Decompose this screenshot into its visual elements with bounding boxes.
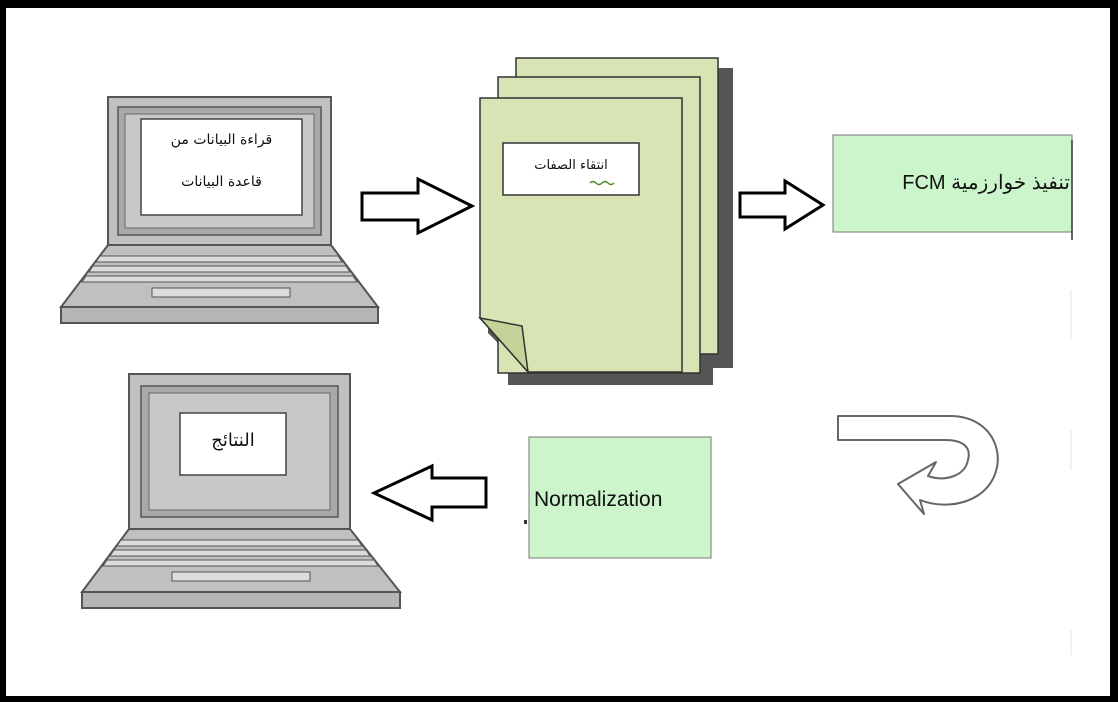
document-label-box bbox=[502, 142, 640, 196]
document-stack bbox=[477, 57, 733, 385]
laptop-bottom-text: النتائج bbox=[211, 430, 255, 451]
document-label: انتقاء الصفات bbox=[534, 158, 608, 173]
arrow-left-icon bbox=[370, 463, 488, 523]
laptop-bottom bbox=[80, 373, 403, 609]
laptop-bottom-key-row-3 bbox=[102, 559, 379, 567]
laptop-top-touchpad bbox=[151, 287, 291, 298]
curved-return-arrow-icon bbox=[837, 415, 999, 515]
laptop-bottom-front-edge bbox=[81, 591, 401, 609]
laptop-bottom-key-row-2 bbox=[109, 549, 371, 557]
arrow-right-icon bbox=[360, 176, 476, 236]
spellcheck-underline bbox=[589, 180, 615, 186]
laptop-bottom-touchpad bbox=[171, 571, 311, 582]
normalization-box-label: Normalization bbox=[534, 488, 663, 511]
laptop-top-screen-window bbox=[140, 118, 303, 216]
arrow-right-icon bbox=[738, 178, 826, 232]
fcm-box-label: تنفيذ خوارزمية FCM bbox=[902, 172, 1070, 194]
laptop-top bbox=[58, 96, 381, 324]
laptop-top-key-row-3 bbox=[81, 275, 358, 283]
laptop-top-text-line-1: قراءة البيانات من bbox=[170, 132, 273, 148]
laptop-top-front-edge bbox=[60, 306, 379, 324]
laptop-bottom-key-row-1 bbox=[116, 539, 363, 547]
laptop-top-key-row-1 bbox=[95, 255, 343, 263]
laptop-top-key-row-2 bbox=[88, 265, 351, 273]
laptop-top-text-line-2: قاعدة البيانات bbox=[181, 174, 262, 190]
laptop-bottom-screen-window bbox=[179, 412, 287, 476]
normalization-box-mark bbox=[524, 520, 527, 524]
document-folded-corner bbox=[477, 316, 530, 375]
normalization-box bbox=[528, 436, 712, 559]
